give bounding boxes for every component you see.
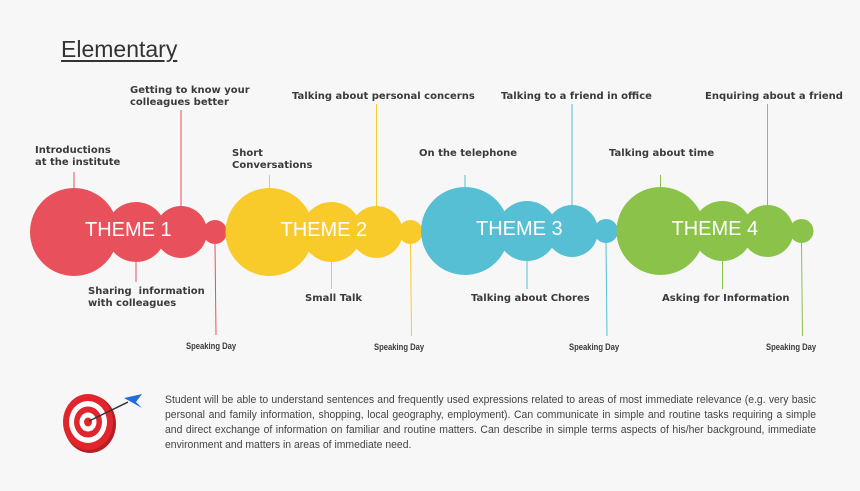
topic-label: Talking about Chores xyxy=(471,293,590,304)
theme-bubble xyxy=(546,205,598,257)
connector-line xyxy=(801,242,803,337)
theme-label: THEME 4 xyxy=(671,218,759,240)
theme-bubble xyxy=(594,219,618,243)
connector-line xyxy=(410,243,412,337)
theme-bubble xyxy=(741,205,794,257)
level-description: Student will be able to understand sente… xyxy=(165,394,816,451)
topic-label: Small Talk xyxy=(305,293,363,304)
theme-bubble xyxy=(692,201,753,261)
topic-label: Getting to know your colleagues better xyxy=(130,85,250,108)
connector-line xyxy=(605,242,608,337)
target-dart-icon xyxy=(63,394,142,453)
theme-label: THEME 3 xyxy=(476,218,563,240)
theme-bubble xyxy=(497,201,557,261)
topic-label: Asking for Information xyxy=(662,293,790,304)
theme-bubble xyxy=(398,220,423,244)
theme-bubble xyxy=(203,220,227,244)
theme-bubble xyxy=(155,206,207,258)
topic-label: Enquiring about a friend xyxy=(705,91,843,102)
theme-bubble xyxy=(106,202,166,262)
topic-label: Sharing information with colleagues xyxy=(88,286,205,309)
topic-label: Talking to a friend in office xyxy=(501,91,652,102)
theme-bubble xyxy=(616,187,705,275)
theme-bubble xyxy=(301,202,362,262)
theme-label: THEME 2 xyxy=(280,219,368,241)
topic-label: Short Conversations xyxy=(232,148,313,171)
speaking-day-label: Speaking Day xyxy=(569,342,620,352)
theme-bubble xyxy=(421,187,509,275)
theme-bubble xyxy=(789,219,814,243)
connector-line xyxy=(214,243,217,336)
topic-label: Talking about personal concerns xyxy=(292,91,475,102)
topic-label: On the telephone xyxy=(419,148,518,159)
page-title: Elementary xyxy=(61,36,178,62)
speaking-day-label: Speaking Day xyxy=(374,342,425,352)
theme-bubble xyxy=(350,206,403,258)
speaking-day-label: Speaking Day xyxy=(186,341,237,351)
speaking-day-label: Speaking Day xyxy=(766,342,817,352)
theme-label: THEME 1 xyxy=(85,219,172,241)
theme-bubble xyxy=(225,188,314,276)
theme-bubble xyxy=(30,188,118,276)
topic-label: Talking about time xyxy=(609,148,715,159)
topic-label: Introductions at the institute xyxy=(35,145,121,168)
